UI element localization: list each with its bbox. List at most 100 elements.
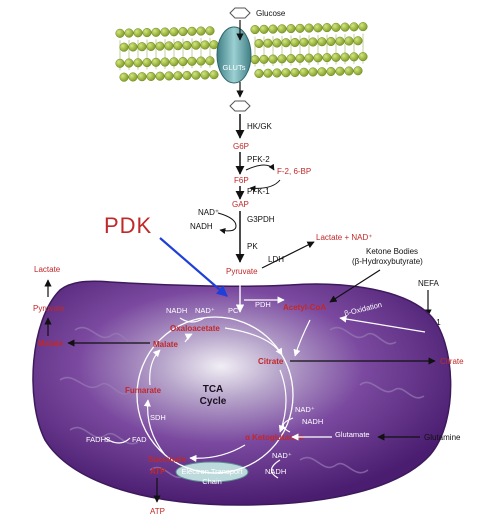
lipid-head [187, 56, 197, 66]
etc-label-line1: Electron Transport [181, 467, 243, 476]
lipid-head [146, 41, 156, 51]
lipid-head [146, 71, 156, 81]
lipid-head [313, 23, 323, 33]
alpha-ketoglutarate-label: α Ketoglutarate [245, 433, 304, 442]
lipid-head [277, 24, 287, 34]
lipid-head [142, 58, 152, 68]
g6p-label: G6P [233, 142, 249, 151]
lipid-head [268, 54, 278, 64]
electron-transport-chain: Electron Transport Chain [175, 461, 249, 486]
nadh-3-label: NADH [265, 467, 286, 476]
lipid-head [205, 26, 215, 36]
pdk-label: PDK [104, 213, 152, 238]
lipid-head [137, 72, 147, 82]
lipid-head [182, 70, 192, 81]
pc-label: PC [228, 306, 239, 315]
lipid-head [335, 66, 345, 76]
lipid-head [119, 72, 129, 82]
lipid-head [259, 54, 269, 64]
pdh-label: PDH [255, 300, 271, 309]
lipid-head [331, 52, 341, 62]
lipid-head [308, 37, 318, 47]
lipid-head [196, 26, 206, 36]
glutamate-label: Glutamate [335, 430, 370, 439]
fad-label: FAD [132, 435, 147, 444]
etc-label-line2: Chain [202, 477, 222, 486]
lipid-head [344, 66, 354, 76]
lipid-head [196, 56, 206, 66]
lipid-head [317, 37, 327, 47]
gap-label: GAP [232, 200, 249, 209]
lipid-head [160, 57, 170, 67]
citrate-output-label: Citrate [440, 357, 464, 366]
nad-plus-2-label: NAD⁺ [295, 405, 315, 414]
ketone-bodies-label: Ketone Bodies [366, 247, 418, 256]
sdh-label: SDH [150, 413, 166, 422]
hk-gk-label: HK/GK [247, 122, 273, 131]
lipid-head [115, 58, 125, 68]
lipid-head [344, 36, 354, 46]
lipid-head [205, 56, 215, 66]
lipid-head [353, 66, 363, 76]
lipid-head [304, 23, 314, 33]
lipid-head [326, 36, 336, 47]
nadh-label: NADH [190, 222, 213, 231]
glucose-hexagon-icon [229, 7, 251, 19]
lipid-head [290, 67, 300, 78]
lipid-head [299, 67, 309, 77]
lipid-head [263, 38, 273, 48]
lipid-head [322, 23, 332, 33]
lipid-head [124, 28, 134, 38]
lipid-head [340, 52, 350, 62]
lipid-head [178, 57, 188, 67]
lipid-head [358, 52, 368, 62]
lipid-head [349, 52, 359, 62]
lipid-head [299, 37, 309, 47]
lipid-head [349, 22, 359, 32]
lipid-head [160, 27, 170, 37]
lipid-head [254, 38, 264, 49]
lipid-head [313, 53, 323, 63]
pdk-arrow [159, 237, 228, 297]
lipid-head [155, 71, 165, 81]
lipid-head [286, 54, 296, 64]
lipid-head [281, 38, 291, 48]
f6p-label: F6P [234, 176, 249, 185]
pk-label: PK [247, 242, 258, 251]
acetyl-coa-label: Acetyl-CoA [283, 303, 326, 312]
lipid-head [200, 40, 210, 50]
lipid-head [272, 38, 282, 48]
lipid-head [259, 24, 269, 34]
tca-label-line2: Cycle [200, 396, 227, 407]
lipid-head [133, 58, 143, 68]
oxaloacetate-label: Oxaloacetate [170, 324, 220, 333]
lipid-head [164, 71, 174, 81]
citrate-mito-label: Citrate [258, 357, 284, 366]
cell-membrane: GLUTs [115, 22, 368, 84]
lipid-head [191, 40, 201, 50]
lipid-head [250, 25, 260, 35]
mitochondrion: Electron Transport Chain [32, 280, 452, 506]
lipid-head [281, 68, 291, 78]
lipid-head [173, 71, 183, 81]
lipid-head [182, 40, 192, 51]
lipid-head [187, 26, 197, 36]
tca-cycle-ring [136, 316, 294, 474]
pfk2-label: PFK-2 [247, 155, 270, 164]
lipid-head [277, 54, 287, 64]
ldh-arrow [261, 241, 315, 269]
lipid-head [268, 24, 278, 34]
ldh-label: LDH [268, 255, 284, 264]
lipid-head [164, 41, 174, 51]
glut-transporter: GLUTs [216, 26, 252, 84]
lactate-nad-label: Lactate + NAD⁺ [316, 233, 372, 242]
nadh-top-label: NADH [166, 306, 187, 315]
lipid-head [128, 72, 138, 82]
glutamine-label: Glutamine [424, 433, 461, 442]
intracellular-glucose-icon [229, 100, 251, 112]
lipid-head [295, 53, 305, 63]
glut-label: GLUTs [223, 63, 246, 72]
nefa-label: NEFA [418, 279, 440, 288]
lipid-head [133, 28, 143, 38]
